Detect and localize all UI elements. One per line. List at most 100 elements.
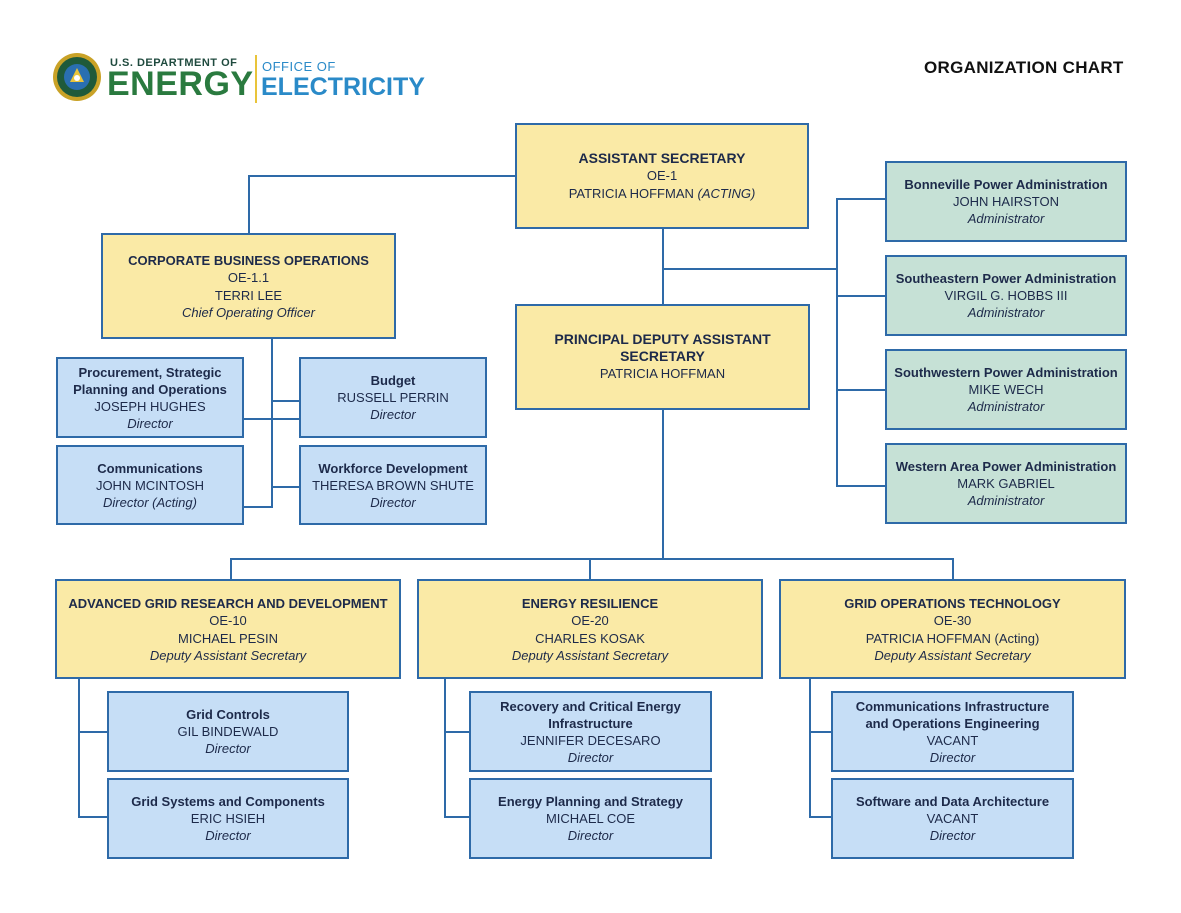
connector-line	[662, 228, 664, 305]
box-title: Bonneville Power Administration	[904, 177, 1108, 192]
person-role: Director	[370, 407, 416, 422]
connector-line	[230, 558, 232, 580]
person-name: GIL BINDEWALD	[177, 724, 279, 739]
box-title-line2: and Operations Engineering	[865, 715, 1040, 731]
bonneville-box: Bonneville Power Administration JOHN HAI…	[885, 161, 1127, 242]
person-role: Administrator	[967, 305, 1045, 320]
principal-deputy-box: PRINCIPAL DEPUTY ASSISTANT SECRETARY PAT…	[515, 304, 810, 410]
unit-budget-box: Budget RUSSELL PERRIN Director	[299, 357, 487, 438]
connector-line	[271, 400, 300, 402]
box-title-line1: PRINCIPAL DEPUTY ASSISTANT	[554, 331, 771, 347]
person-role: Director	[929, 749, 976, 765]
box-title: ENERGY RESILIENCE	[521, 595, 659, 611]
connector-line	[271, 338, 273, 508]
logo-dept-text: U.S. DEPARTMENT OF	[110, 57, 238, 69]
connector-line	[809, 677, 811, 818]
unit-communications-box: Communications JOHN MCINTOSH Director (A…	[56, 445, 244, 525]
unit-grid-systems-box: Grid Systems and Components ERIC HSIEH D…	[107, 778, 349, 859]
unit-grid-controls-box: Grid Controls GIL BINDEWALD Director	[107, 691, 349, 772]
connector-line	[248, 175, 516, 177]
box-title: Western Area Power Administration	[895, 459, 1117, 474]
connector-line	[248, 175, 250, 234]
box-title: ADVANCED GRID RESEARCH AND DEVELOPMENT	[68, 595, 388, 611]
connector-line	[836, 198, 887, 200]
connector-line	[78, 677, 80, 818]
person-name: PATRICIA HOFFMAN	[599, 366, 726, 381]
unit-recovery-box: Recovery and Critical Energy Infrastruct…	[469, 691, 712, 772]
logo-divider	[255, 55, 257, 103]
person-role: Director	[567, 828, 614, 843]
box-code: OE-1	[646, 167, 678, 183]
western-area-box: Western Area Power Administration MARK G…	[885, 443, 1127, 524]
box-title: Budget	[370, 373, 416, 388]
box-title: Southwestern Power Administration	[894, 365, 1118, 380]
connector-line	[78, 731, 109, 733]
box-title-line2: SECRETARY	[620, 348, 705, 364]
connector-line	[242, 418, 300, 420]
person-role: Administrator	[967, 399, 1045, 414]
person-role: Chief Operating Officer	[182, 304, 315, 320]
person-name: MICHAEL PESIN	[178, 630, 278, 646]
division-advanced-grid-box: ADVANCED GRID RESEARCH AND DEVELOPMENT O…	[55, 579, 401, 679]
doe-seal-icon	[53, 53, 101, 101]
person-role: Director	[127, 415, 173, 431]
person-name: TERRI LEE	[214, 287, 283, 303]
connector-line	[836, 295, 887, 297]
connector-line	[809, 731, 833, 733]
person-role: Director	[929, 828, 976, 843]
person-name: MICHAEL COE	[545, 811, 636, 826]
person-role: (ACTING)	[697, 185, 756, 201]
division-grid-operations-box: GRID OPERATIONS TECHNOLOGY OE-30 PATRICI…	[779, 579, 1126, 679]
logo-electricity-text: ELECTRICITY	[261, 73, 425, 101]
person-name: RUSSELL PERRIN	[337, 390, 449, 405]
person-role: Administrator	[967, 493, 1045, 508]
box-title-line1: Procurement, Strategic	[78, 364, 222, 380]
connector-line	[952, 558, 954, 580]
box-code: OE-30	[933, 612, 972, 628]
person-name: PATRICIA HOFFMAN	[568, 185, 694, 201]
person-role: Director	[567, 749, 614, 765]
box-title: Southeastern Power Administration	[895, 271, 1117, 286]
box-title: Grid Controls	[186, 707, 270, 722]
connector-line	[230, 558, 954, 560]
box-title: GRID OPERATIONS TECHNOLOGY	[844, 595, 1061, 611]
connector-line	[444, 731, 471, 733]
person-name: ERIC HSIEH	[190, 811, 266, 826]
person-name: MIKE WECH	[968, 382, 1044, 397]
person-name: JOHN HAIRSTON	[953, 194, 1059, 209]
person-name: PATRICIA HOFFMAN (Acting)	[865, 630, 1040, 646]
box-title: ASSISTANT SECRETARY	[578, 149, 746, 166]
box-title-line1: Recovery and Critical Energy	[500, 698, 681, 714]
connector-line	[809, 816, 833, 818]
person-name: VACANT	[926, 811, 979, 826]
box-title: Energy Planning and Strategy	[498, 794, 683, 809]
person-role: Director	[370, 494, 416, 510]
person-name: CHARLES KOSAK	[535, 630, 645, 646]
box-title: Communications	[97, 460, 203, 476]
connector-line	[836, 389, 887, 391]
doe-office-of-electricity-logo: U.S. DEPARTMENT OF ENERGY OFFICE OF ELEC…	[52, 52, 432, 108]
division-energy-resilience-box: ENERGY RESILIENCE OE-20 CHARLES KOSAK De…	[417, 579, 763, 679]
southwestern-box: Southwestern Power Administration MIKE W…	[885, 349, 1127, 430]
page-title: ORGANIZATION CHART	[924, 58, 1124, 77]
unit-procurement-box: Procurement, Strategic Planning and Oper…	[56, 357, 244, 438]
connector-line	[444, 816, 471, 818]
connector-line	[662, 409, 664, 560]
box-title-line2: Infrastructure	[548, 715, 633, 731]
person-role: Deputy Assistant Secretary	[874, 647, 1031, 663]
unit-software-data-box: Software and Data Architecture VACANT Di…	[831, 778, 1074, 859]
unit-workforce-box: Workforce Development THERESA BROWN SHUT…	[299, 445, 487, 525]
box-title: Grid Systems and Components	[131, 794, 325, 809]
person-role: Director	[205, 828, 251, 843]
person-name: JENNIFER DECESARO	[520, 732, 661, 748]
connector-line	[662, 268, 838, 270]
southeastern-box: Southeastern Power Administration VIRGIL…	[885, 255, 1127, 336]
connector-line	[836, 198, 838, 487]
person-role: Deputy Assistant Secretary	[511, 647, 669, 663]
person-name: JOSEPH HUGHES	[94, 398, 206, 414]
box-code: OE-1.1	[227, 269, 270, 285]
connector-line	[78, 816, 109, 818]
person-role: Director (Acting)	[103, 494, 197, 510]
connector-line	[836, 485, 887, 487]
unit-energy-planning-box: Energy Planning and Strategy MICHAEL COE…	[469, 778, 712, 859]
